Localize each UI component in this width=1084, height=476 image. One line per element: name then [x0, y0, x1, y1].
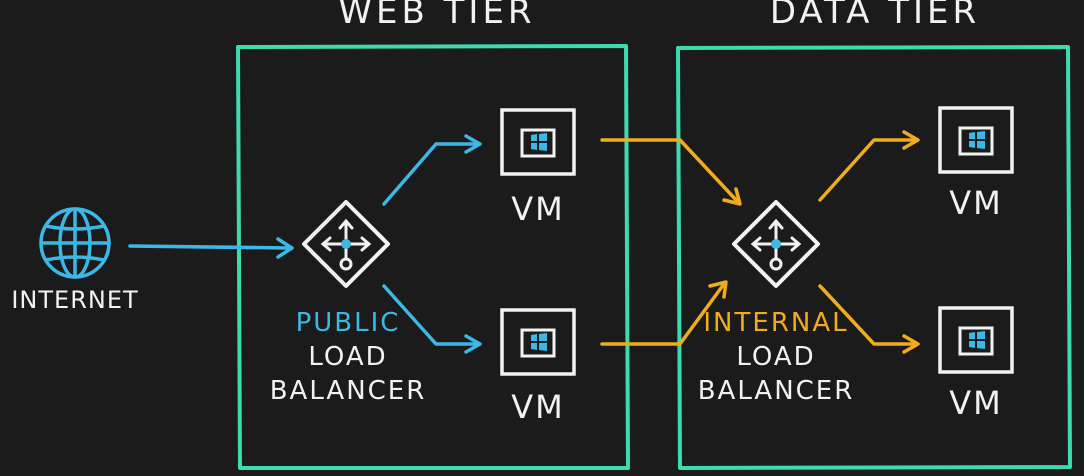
arrow-web-vm-1-to-internal-lb: [600, 138, 740, 204]
arrow-internal-lb-to-data-vm-2: [818, 284, 918, 346]
data-tier-boundary: [676, 45, 1072, 470]
internal-load-balancer-icon: [732, 200, 820, 288]
globe-icon: [39, 207, 111, 279]
internal-lb-label: INTERNAL LOAD BALANCER: [686, 306, 866, 408]
public-load-balancer-icon: [302, 200, 390, 288]
web-vm-2-icon: [500, 308, 576, 376]
arrow-internet-to-public-lb: [128, 244, 292, 250]
public-lb-line2: LOAD: [308, 342, 388, 372]
public-lb-highlight: PUBLIC: [295, 308, 401, 338]
web-vm-1-icon: [500, 108, 576, 176]
data-vm-1-label: VM: [949, 184, 1003, 222]
web-tier-boundary: [236, 44, 630, 470]
internal-lb-highlight: INTERNAL: [703, 308, 849, 338]
data-vm-2-icon: [938, 306, 1014, 374]
public-lb-label: PUBLIC LOAD BALANCER: [258, 306, 438, 408]
internal-lb-line2: LOAD: [736, 342, 816, 372]
public-traffic-arrows: [128, 134, 482, 354]
arrow-public-lb-to-web-vm-2: [382, 284, 480, 346]
arrow-web-vm-2-to-internal-lb: [600, 282, 726, 346]
data-vm-1-icon: [938, 106, 1014, 174]
internal-traffic-arrows: [600, 130, 920, 354]
public-lb-line3: BALANCER: [269, 376, 427, 406]
web-vm-1-label: VM: [511, 190, 565, 228]
web-tier-title: WEB TIER: [338, 0, 536, 32]
arrow-public-lb-to-web-vm-1: [382, 142, 480, 206]
internal-lb-line3: BALANCER: [697, 376, 855, 406]
internet-label: INTERNET: [11, 286, 139, 314]
data-tier-title: DATA TIER: [769, 0, 981, 32]
arrow-internal-lb-to-data-vm-1: [818, 138, 918, 202]
data-vm-2-label: VM: [949, 384, 1003, 422]
web-vm-2-label: VM: [511, 388, 565, 426]
